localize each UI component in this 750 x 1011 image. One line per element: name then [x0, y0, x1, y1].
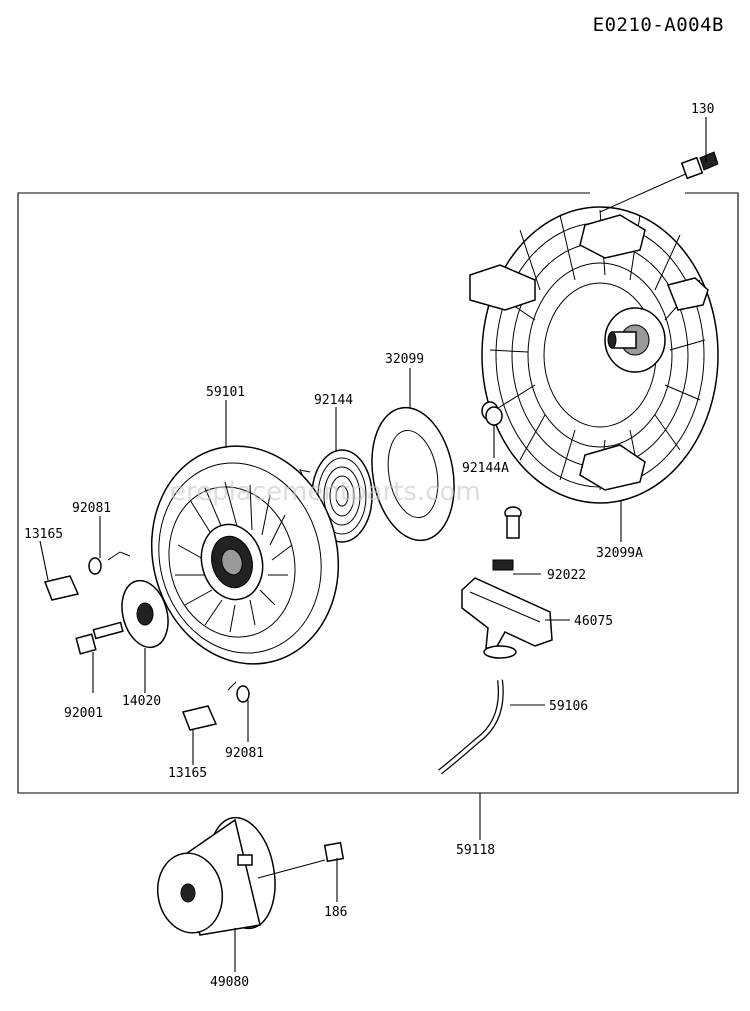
label-49080: 49080: [210, 975, 249, 990]
pin-92022-drawing: [492, 506, 522, 571]
label-130: 130: [691, 102, 714, 117]
label-92144: 92144: [314, 393, 353, 408]
bolt-130-drawing: [599, 151, 719, 213]
label-13165-top: 13165: [24, 527, 63, 542]
label-92081-bottom: 92081: [225, 746, 264, 761]
plate-32099-drawing: [371, 406, 455, 542]
label-14020: 14020: [122, 694, 161, 709]
reel-59101-drawing: [150, 445, 340, 665]
label-59106: 59106: [549, 699, 588, 714]
label-32099: 32099: [385, 352, 424, 367]
spring-92081-top-drawing: [88, 557, 102, 575]
handle-46075-drawing: [461, 577, 553, 659]
pawl-13165-top-drawing: [43, 575, 80, 601]
label-92144A: 92144A: [462, 461, 509, 476]
label-46075: 46075: [574, 614, 613, 629]
starter-cup-49080-drawing: [156, 816, 276, 936]
starter-case-drawing: [469, 206, 719, 504]
label-92022: 92022: [547, 568, 586, 583]
ratchet-14020-drawing: [121, 579, 169, 649]
watermark: ereplacementparts.com: [170, 477, 481, 507]
label-92001: 92001: [64, 706, 103, 721]
diagram-code: E0210-A004B: [592, 14, 724, 36]
label-59118: 59118: [456, 843, 495, 858]
nut-186-drawing: [257, 841, 345, 879]
label-32099A: 32099A: [596, 546, 643, 561]
label-186: 186: [324, 905, 347, 920]
spring-92081-bottom-drawing: [236, 685, 250, 703]
pawl-13165-bottom-drawing: [181, 705, 218, 731]
label-92081-top: 92081: [72, 501, 111, 516]
assembly-frame: [17, 192, 739, 794]
label-59101: 59101: [206, 385, 245, 400]
bolt-92001-drawing: [75, 621, 124, 655]
label-13165-bottom: 13165: [168, 766, 207, 781]
